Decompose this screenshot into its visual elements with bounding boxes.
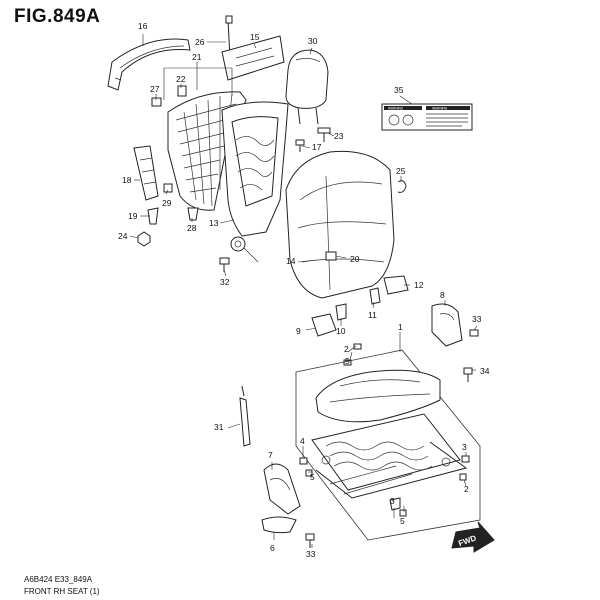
part-34-screw[interactable] <box>463 367 473 382</box>
part-28-clip[interactable] <box>187 207 199 221</box>
callout-18[interactable]: 18 <box>122 175 132 185</box>
part-33-screw-lower[interactable] <box>305 533 315 548</box>
callout-5-upper[interactable]: 5 <box>345 356 350 366</box>
callout-30[interactable]: 30 <box>308 36 318 46</box>
warning-label-left-text: WARNING <box>388 106 404 110</box>
callout-17[interactable]: 17 <box>312 142 322 152</box>
callout-12[interactable]: 12 <box>414 280 424 290</box>
part-1-seat-cushion[interactable] <box>315 369 441 423</box>
callout-15[interactable]: 15 <box>250 32 260 42</box>
callout-4[interactable]: 4 <box>300 436 305 446</box>
part-6-trim[interactable] <box>261 516 297 534</box>
callout-14[interactable]: 14 <box>286 256 296 266</box>
callout-29[interactable]: 29 <box>162 198 172 208</box>
callout-33-upper[interactable]: 33 <box>472 314 482 324</box>
part-11-clip[interactable] <box>369 287 381 305</box>
callout-26[interactable]: 26 <box>195 37 205 47</box>
part-33-screw-upper[interactable] <box>469 329 479 337</box>
callouts: 16 26 15 30 21 22 27 35 23 17 25 18 29 1… <box>118 21 490 559</box>
callout-5-lower[interactable]: 5 <box>400 516 405 526</box>
part-5-screw-upper[interactable] <box>353 343 362 350</box>
drawing-name: FRONT RH SEAT (1) <box>24 587 100 596</box>
callout-1[interactable]: 1 <box>398 322 403 332</box>
part-10-clip[interactable] <box>335 303 347 321</box>
part-22-clip[interactable] <box>177 85 187 97</box>
part-32-bolt[interactable] <box>219 257 230 272</box>
part-4-screw[interactable] <box>299 457 308 465</box>
callout-24[interactable]: 24 <box>118 231 128 241</box>
part-24-nut[interactable] <box>137 231 151 247</box>
part-16-trim[interactable] <box>107 38 191 91</box>
callout-31[interactable]: 31 <box>214 422 224 432</box>
callout-13[interactable]: 13 <box>209 218 219 228</box>
callout-10[interactable]: 10 <box>336 326 346 336</box>
drawing-code: A6B424 E33_849A <box>24 575 93 584</box>
part-2-screw-right[interactable] <box>459 473 467 481</box>
callout-11[interactable]: 11 <box>368 310 377 320</box>
part-30-headrest[interactable] <box>285 49 329 125</box>
callout-23[interactable]: 23 <box>334 131 344 141</box>
callout-21[interactable]: 21 <box>192 52 202 62</box>
part-17-bolt[interactable] <box>295 139 305 152</box>
callout-35[interactable]: 35 <box>394 85 404 95</box>
part-23-bolt[interactable] <box>317 127 331 142</box>
callout-2-upper[interactable]: 2 <box>344 344 349 354</box>
part-25-hook[interactable] <box>397 180 407 193</box>
callout-9[interactable]: 9 <box>296 326 301 336</box>
part-8-side-shield[interactable] <box>431 303 463 347</box>
part-29-clip[interactable] <box>163 183 173 193</box>
part-5-screw-lower[interactable] <box>399 509 407 517</box>
part-35-warning-label[interactable]: WARNING WARNING <box>381 103 473 131</box>
callout-25[interactable]: 25 <box>396 166 406 176</box>
callout-33-lower[interactable]: 33 <box>306 549 316 559</box>
part-19-bracket[interactable] <box>147 207 159 225</box>
part-1-cushion-assembly-box <box>295 349 481 541</box>
part-15-pad[interactable] <box>221 35 285 81</box>
callout-7[interactable]: 7 <box>268 450 273 460</box>
callout-8[interactable]: 8 <box>440 290 445 300</box>
leader-lines <box>129 34 478 548</box>
callout-28[interactable]: 28 <box>187 223 197 233</box>
callout-16[interactable]: 16 <box>138 21 148 31</box>
callout-20[interactable]: 20 <box>350 254 360 264</box>
part-12-trim[interactable] <box>383 275 409 295</box>
part-2-screw-upper[interactable] <box>343 359 352 366</box>
part-31-cable[interactable] <box>239 385 251 447</box>
part-3-clip-lower[interactable] <box>389 497 401 511</box>
part-20-tag[interactable] <box>325 251 337 261</box>
callout-19[interactable]: 19 <box>128 211 138 221</box>
part-9-cover[interactable] <box>311 313 337 337</box>
figure-title: FIG.849A <box>14 6 101 27</box>
part-18-bracket[interactable] <box>133 145 159 201</box>
callout-2-right[interactable]: 2 <box>464 484 469 494</box>
callout-32[interactable]: 32 <box>220 277 230 287</box>
callout-3-right[interactable]: 3 <box>462 442 467 452</box>
part-3-screw-right[interactable] <box>461 455 470 463</box>
part-13-seatback-frame[interactable] <box>221 101 289 263</box>
callout-27[interactable]: 27 <box>150 84 160 94</box>
callout-3-lower[interactable]: 3 <box>390 496 395 506</box>
part-5-screw-mid[interactable] <box>305 469 313 477</box>
part-27-clip[interactable] <box>151 97 162 107</box>
callout-5-mid[interactable]: 5 <box>310 472 315 482</box>
part-14-seatback-cover[interactable] <box>285 150 395 299</box>
part-1-seat-frame[interactable] <box>311 413 468 499</box>
callout-34[interactable]: 34 <box>480 366 490 376</box>
part-7-side-cover[interactable] <box>263 463 301 515</box>
callout-6[interactable]: 6 <box>270 543 275 553</box>
callout-22[interactable]: 22 <box>176 74 186 84</box>
fwd-arrow: FWD <box>451 521 495 553</box>
warning-label-right-text: WARNING <box>432 106 448 110</box>
